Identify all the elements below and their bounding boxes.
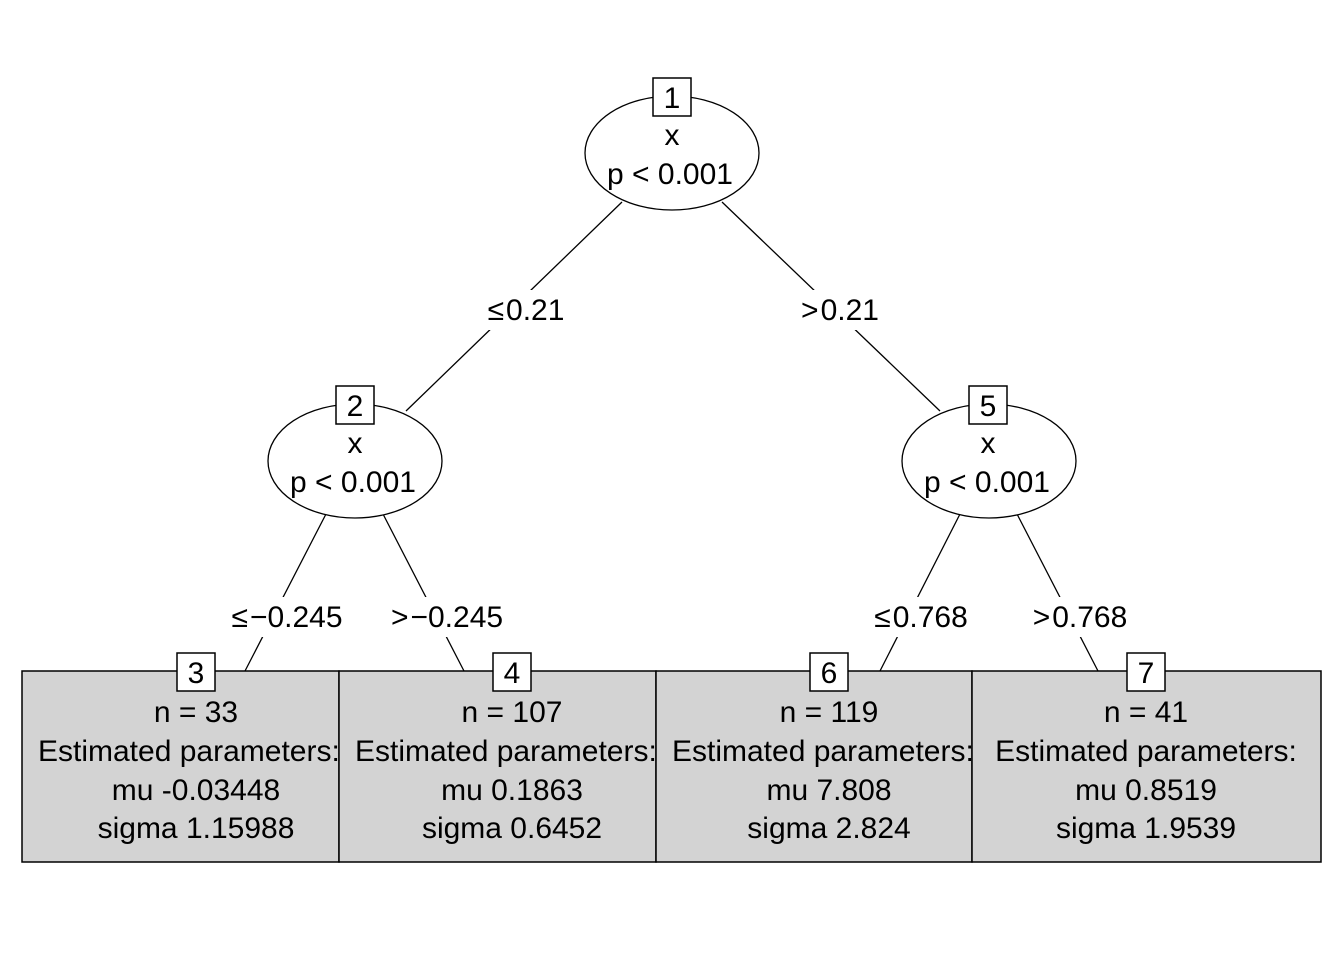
leaf-7-sigma: sigma 1.9539	[1056, 812, 1236, 845]
leaf-3-box	[21, 670, 340, 863]
terminal-node-4: n = 107 Estimated parameters: mu 0.1863 …	[338, 652, 657, 863]
terminal-node-7: n = 41 Estimated parameters: mu 0.8519 s…	[971, 652, 1322, 863]
node-1-id-box	[652, 77, 692, 117]
leaf-6-id: 6	[821, 657, 838, 690]
leaf-7-id-box	[1126, 652, 1166, 692]
edge-label-1-5: >0.21	[801, 294, 879, 327]
leaf-6-heading: Estimated parameters:	[672, 735, 974, 768]
leaf-7-mu: mu 0.8519	[1075, 774, 1217, 807]
node-2-pvalue: p < 0.001	[290, 466, 416, 499]
node-2-variable: x	[348, 427, 363, 460]
node-2-id: 2	[347, 390, 364, 423]
node-5-id-box	[968, 385, 1008, 425]
edge-2-4	[382, 513, 465, 672]
leaf-3-id-box	[176, 652, 216, 692]
node-1-variable: x	[665, 119, 680, 152]
node-5-variable: x	[981, 427, 996, 460]
edge-2-3	[244, 513, 327, 672]
node-2-id-box	[335, 385, 375, 425]
leaf-4-id: 4	[504, 657, 521, 690]
leaf-3-n: n = 33	[154, 696, 238, 729]
leaf-4-n: n = 107	[462, 696, 563, 729]
edge-label-2-3: ≤−0.245	[231, 601, 342, 634]
leaf-6-mu: mu 7.808	[766, 774, 891, 807]
inner-node-5: 5 x p < 0.001	[901, 385, 1077, 519]
edge-labels: ≤0.21 >0.21 ≤−0.245 >−0.245 ≤0.768 >0.76…	[218, 290, 1137, 637]
inner-node-2: 2 x p < 0.001	[267, 385, 443, 519]
edge-5-6	[879, 513, 961, 672]
leaf-6-sigma: sigma 2.824	[747, 812, 910, 845]
node-1-id: 1	[664, 82, 681, 115]
leaf-4-id-box	[492, 652, 532, 692]
leaf-6-id-box	[809, 652, 849, 692]
edge-label-5-6: ≤0.768	[874, 601, 968, 634]
edge-label-2-4: >−0.245	[391, 601, 503, 634]
terminal-node-6: n = 119 Estimated parameters: mu 7.808 s…	[655, 652, 974, 863]
edge-label-5-7: >0.768	[1033, 601, 1128, 634]
leaf-4-sigma: sigma 0.6452	[422, 812, 602, 845]
leaf-7-box	[971, 670, 1322, 863]
leaf-4-heading: Estimated parameters:	[355, 735, 657, 768]
node-1-pvalue: p < 0.001	[607, 158, 733, 191]
leaf-7-id: 7	[1138, 657, 1155, 690]
tree-edges	[244, 201, 1099, 672]
leaf-3-heading: Estimated parameters:	[38, 735, 340, 768]
leaf-3-sigma: sigma 1.15988	[98, 812, 295, 845]
leaf-3-mu: mu -0.03448	[112, 774, 280, 807]
inner-node-1: 1 x p < 0.001	[584, 77, 760, 211]
leaf-6-n: n = 119	[780, 696, 879, 729]
node-5-pvalue: p < 0.001	[924, 466, 1050, 499]
leaf-3-id: 3	[188, 657, 205, 690]
edge-label-1-2: ≤0.21	[488, 294, 565, 327]
leaf-7-heading: Estimated parameters:	[995, 735, 1297, 768]
leaf-4-box	[338, 670, 657, 863]
leaf-4-mu: mu 0.1863	[441, 774, 583, 807]
leaf-7-n: n = 41	[1104, 696, 1188, 729]
node-5-id: 5	[980, 390, 997, 423]
terminal-node-3: n = 33 Estimated parameters: mu -0.03448…	[21, 652, 340, 863]
edge-5-7	[1016, 513, 1099, 672]
